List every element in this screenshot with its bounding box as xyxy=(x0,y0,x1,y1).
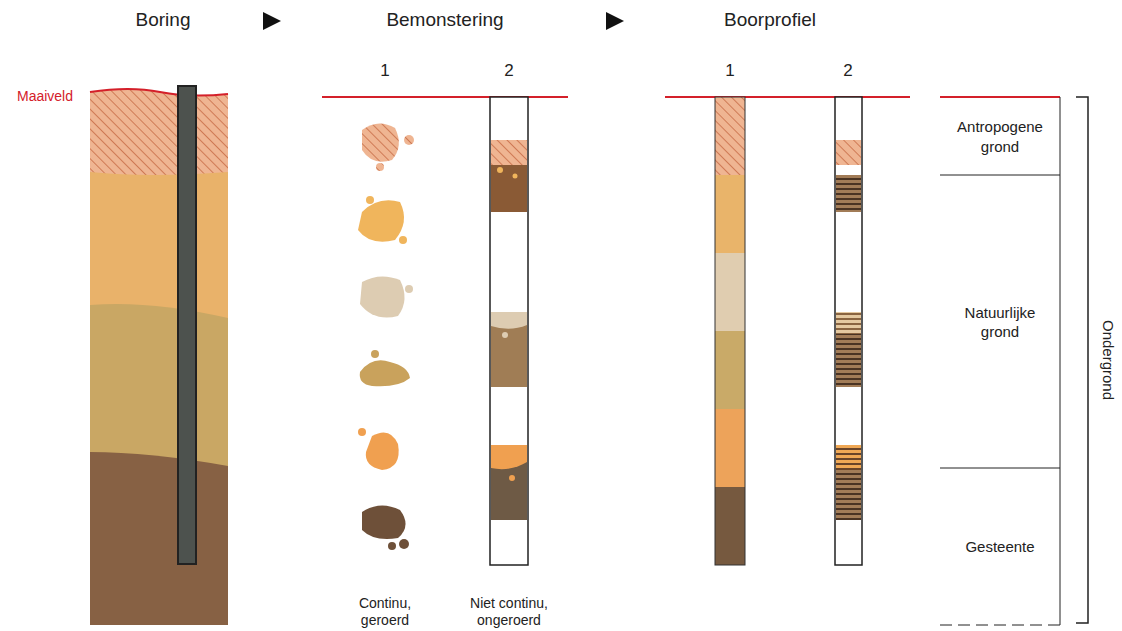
band-label: Gesteente xyxy=(965,537,1034,557)
text-label: Bemonstering xyxy=(355,9,535,32)
text-label: 1 xyxy=(370,61,400,81)
profile-column xyxy=(715,97,862,565)
text-label: 1 xyxy=(715,61,745,81)
arrow-symbol xyxy=(263,12,281,30)
soil-section xyxy=(90,86,228,625)
band-label: Natuurlijke grond xyxy=(945,303,1055,342)
soil-samples xyxy=(358,123,414,550)
layer-band: Gesteente xyxy=(941,470,1059,623)
text-label: Maaiveld xyxy=(0,88,90,105)
band-label: Antropogene grond xyxy=(945,117,1055,156)
text-label: Continu, geroerd xyxy=(345,595,425,629)
bracket-label: Ondergrond xyxy=(1099,300,1117,420)
core-sample xyxy=(490,97,528,565)
band-frame xyxy=(940,97,1088,625)
text-label: Niet continu, ongeroerd xyxy=(454,595,564,629)
text-label: Boorprofiel xyxy=(690,9,850,32)
text-label: Boring xyxy=(93,9,233,32)
arrow-symbol xyxy=(606,12,624,30)
layer-band: Natuurlijke grond xyxy=(941,177,1059,467)
text-label: 2 xyxy=(494,61,524,81)
layer-band: Antropogene grond xyxy=(941,99,1059,174)
text-label: 2 xyxy=(833,61,863,81)
